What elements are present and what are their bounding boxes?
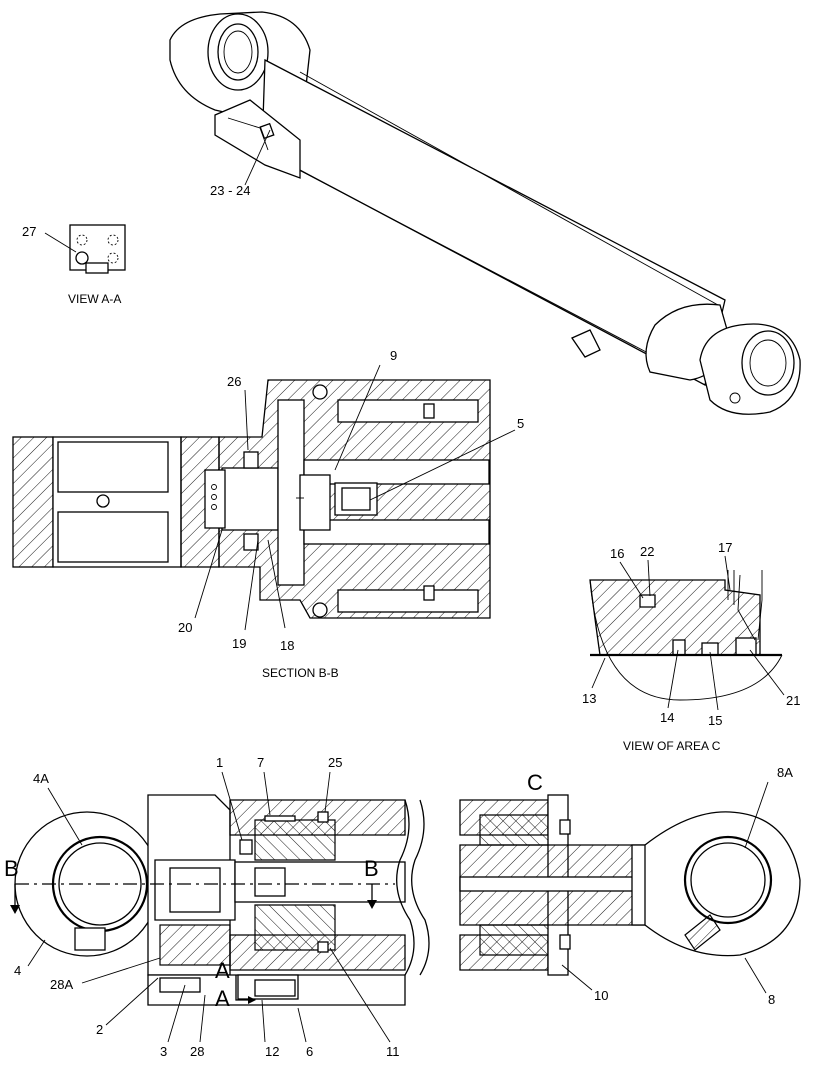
label-19: 19 [232,636,246,651]
leader-21 [749,649,785,696]
leader-22 [647,559,651,597]
label-C: C [527,770,543,795]
leader-4 [27,939,46,967]
label-9: 9 [390,348,397,363]
leader-17 [724,555,731,591]
leader-28A [81,957,161,984]
leader-3 [167,984,186,1043]
label-11: 11 [386,1044,400,1059]
leader-5 [369,429,516,501]
label-2: 2 [96,1022,103,1037]
leader-16 [619,561,644,599]
leader-15 [709,651,719,711]
label-26: 26 [227,374,241,389]
label-28A: 28A [50,977,73,992]
leader-25 [324,771,331,813]
label-A-bottom: A [215,986,230,1011]
leader-20 [194,529,223,619]
label-1: 1 [216,755,223,770]
leader-6 [297,1007,307,1043]
label-B-right: B [364,856,379,881]
label-15: 15 [708,713,722,728]
cylinder-isometric-view [169,11,801,415]
leader-14 [667,649,679,709]
caption-view-a-a: VIEW A-A [68,292,121,306]
label-20: 20 [178,620,192,635]
leader-9 [334,364,381,471]
caption-view-area-c: VIEW OF AREA C [623,739,721,753]
leader-11 [329,947,391,1043]
leader-10 [561,964,593,991]
label-6: 6 [306,1044,313,1059]
leader-12 [261,999,266,1043]
leader-7 [263,771,271,816]
label-12: 12 [265,1044,279,1059]
label-4: 4 [14,963,21,978]
label-10: 10 [594,988,608,1003]
label-5: 5 [517,416,524,431]
label-23-24: 23 - 24 [210,183,250,198]
label-14: 14 [660,710,674,725]
caption-section-b-b: SECTION B-B [262,666,339,680]
label-4A: 4A [33,771,49,786]
view-a-a [69,224,126,274]
leader-19 [244,539,259,631]
leader-27 [44,232,77,253]
leader-8 [744,957,767,994]
leader-23-24 [244,129,271,186]
label-18: 18 [280,638,294,653]
label-16: 16 [610,546,624,561]
label-13: 13 [582,691,596,706]
leader-13 [591,657,606,689]
label-22: 22 [640,544,654,559]
leader-4A [47,787,83,846]
label-8A: 8A [777,765,793,780]
label-27: 27 [22,224,36,239]
label-17: 17 [718,540,732,555]
leader-1 [221,771,243,841]
label-3: 3 [160,1044,167,1059]
label-B-left: B [4,856,19,881]
leader-28 [199,994,206,1043]
leader-8A [744,781,769,849]
leader-2 [105,977,159,1026]
view-of-area-c [589,570,783,701]
cylinder-cross-section [10,794,801,1006]
label-7: 7 [257,755,264,770]
label-8: 8 [768,992,775,1007]
leader-18 [267,539,286,629]
label-28: 28 [190,1044,204,1059]
section-b-b [12,379,491,619]
label-21: 21 [786,693,800,708]
leader-26 [244,389,249,451]
label-25: 25 [328,755,342,770]
label-A-top: A [215,958,230,983]
